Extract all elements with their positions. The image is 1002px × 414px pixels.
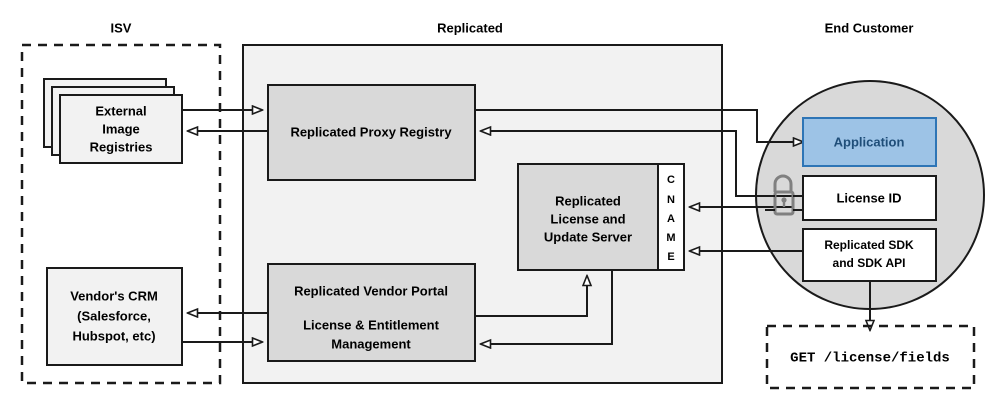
node-replicated-sdk[interactable]: Replicated SDK and SDK API <box>802 228 937 282</box>
lane-title-end-customer: End Customer <box>825 20 914 35</box>
registry-stack-front <box>59 94 183 164</box>
node-external-image-registries[interactable]: External Image Registries <box>43 78 183 164</box>
node-application[interactable]: Application <box>802 117 937 167</box>
node-cname[interactable]: C N A M E <box>657 163 685 271</box>
edge-licenseserver-to-vendorportal <box>481 270 613 344</box>
node-replicated-proxy-registry[interactable]: Replicated Proxy Registry <box>267 84 476 181</box>
cname-letter-a: A <box>667 213 675 225</box>
replicated-sdk-line-1: Replicated SDK <box>824 238 914 252</box>
vendors-crm-box <box>46 267 183 366</box>
vendors-crm-line-1: Vendor's CRM <box>70 288 158 303</box>
vendors-crm-line-3: Hubspot, etc) <box>72 328 155 343</box>
edge-vendorportal-to-licenseserver <box>475 276 587 317</box>
vendor-portal-title: Replicated Vendor Portal <box>294 283 448 298</box>
application-box <box>802 117 937 167</box>
proxy-registry-box <box>267 84 476 181</box>
api-request-box <box>765 324 976 390</box>
license-update-server-box <box>517 163 659 271</box>
edge-proxy-to-application <box>475 109 803 142</box>
external-image-registries-line-2: Image <box>102 121 140 136</box>
node-replicated-vendor-portal[interactable]: Replicated Vendor Portal License & Entit… <box>267 263 476 362</box>
vendor-portal-sub-line-1: License & Entitlement <box>303 317 439 332</box>
license-update-server-line-2: License and <box>550 211 625 226</box>
application-label: Application <box>834 134 905 149</box>
cname-tab <box>657 163 685 271</box>
node-vendors-crm[interactable]: Vendor's CRM (Salesforce, Hubspot, etc) <box>46 267 183 366</box>
node-license-update-server[interactable]: Replicated License and Update Server <box>517 163 659 271</box>
lane-title-replicated: Replicated <box>437 20 503 35</box>
cname-letter-e: E <box>667 251 674 263</box>
license-id-label: License ID <box>836 190 901 205</box>
vendor-portal-sub-line-2: Management <box>331 336 411 351</box>
cname-letter-n: N <box>667 194 675 206</box>
cname-letter-m: M <box>666 232 675 244</box>
unlocked-padlock-icon <box>765 174 803 216</box>
license-update-server-line-1: Replicated <box>555 193 621 208</box>
edge-application-to-proxy <box>481 131 793 197</box>
node-license-id[interactable]: License ID <box>802 175 937 221</box>
external-image-registries-line-3: Registries <box>90 139 153 154</box>
api-request-label: GET /license/fields <box>790 351 950 367</box>
replicated-sdk-box <box>802 228 937 282</box>
edge-layer <box>182 110 870 344</box>
isv-container <box>20 43 222 385</box>
vendor-portal-box <box>267 263 476 362</box>
cname-letter-c: C <box>667 174 675 186</box>
replicated-sdk-line-2: and SDK API <box>833 256 906 270</box>
proxy-registry-label: Replicated Proxy Registry <box>290 124 452 139</box>
node-api-request[interactable]: GET /license/fields <box>765 324 976 390</box>
license-id-box <box>802 175 937 221</box>
vendors-crm-line-2: (Salesforce, <box>77 308 151 323</box>
external-image-registries-line-1: External <box>95 103 146 118</box>
license-update-server-line-3: Update Server <box>544 229 632 244</box>
lane-title-isv: ISV <box>111 20 132 35</box>
